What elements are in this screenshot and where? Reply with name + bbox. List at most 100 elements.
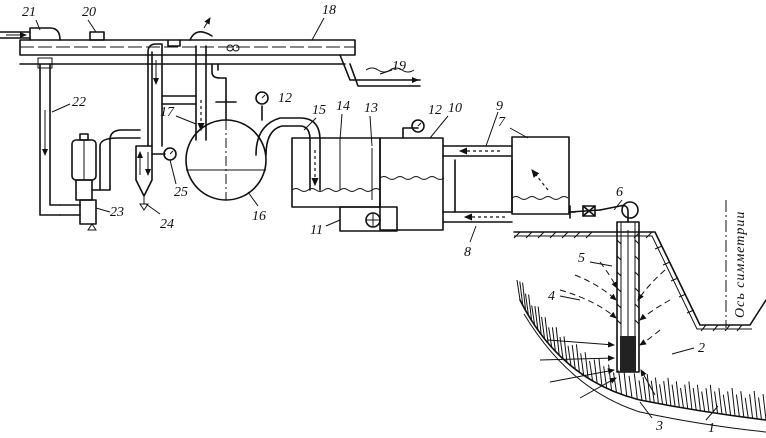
palisade-stake — [688, 381, 693, 410]
label-13: 13 — [364, 101, 378, 116]
label-25: 25 — [174, 185, 188, 200]
palisade-stake — [531, 305, 536, 326]
pipe-22 — [37, 57, 61, 216]
well-casing — [616, 221, 640, 373]
palisade-stake — [544, 317, 549, 344]
valve-icon — [582, 205, 596, 217]
palisade-stake — [709, 384, 714, 413]
palisade-stake — [692, 388, 697, 411]
palisade-stake — [663, 381, 668, 406]
palisade-stake — [749, 394, 754, 419]
pipe-8 — [442, 211, 513, 223]
palisade-stake — [567, 345, 572, 366]
palisade-stake — [628, 375, 633, 398]
gauge-12-left — [255, 91, 269, 121]
tank-10 — [379, 127, 445, 231]
label-5: 5 — [578, 251, 585, 266]
gauge-12-right — [411, 119, 425, 133]
callout-labels: 1 2 3 4 5 6 7 8 9 10 11 12 12 13 14 15 1… — [22, 3, 715, 436]
palisade-stake — [696, 384, 701, 411]
palisade-stake — [680, 387, 684, 409]
palisade-stake — [731, 387, 736, 417]
palisade-stake — [575, 344, 580, 373]
palisade-stake — [642, 377, 647, 402]
palisade-stake — [571, 345, 576, 370]
palisade-stake — [580, 353, 585, 376]
label-17: 17 — [160, 105, 175, 120]
pressure-gauge-icon — [411, 119, 425, 133]
palisade-stake — [714, 391, 719, 414]
palisade-stake — [705, 388, 710, 413]
palisade-stake — [548, 327, 553, 348]
axis-label: Ось симметрии — [733, 211, 748, 318]
palisade-stake — [744, 397, 749, 418]
label-10: 10 — [448, 101, 462, 116]
palisade-stake — [551, 327, 556, 352]
palisade-stake — [675, 381, 680, 408]
palisade-stake — [519, 281, 524, 306]
callout-leaders — [35, 17, 719, 421]
palisade-stake — [618, 370, 623, 395]
palisade-stake — [701, 391, 706, 412]
palisade-stake — [537, 306, 542, 335]
label-23: 23 — [110, 205, 124, 220]
label-9: 9 — [496, 99, 503, 114]
wellpoint-palisade — [516, 279, 766, 433]
vacuum-pump-23 — [59, 129, 141, 231]
pipe-9 — [442, 145, 513, 157]
well-riser-pipe — [569, 201, 639, 223]
palisade-stake — [584, 352, 589, 379]
palisade-stake — [603, 366, 608, 389]
label-7: 7 — [498, 115, 506, 130]
label-16: 16 — [252, 209, 266, 224]
label-11: 11 — [310, 223, 323, 238]
label-24: 24 — [160, 217, 174, 232]
label-8: 8 — [464, 245, 471, 260]
label-4: 4 — [548, 289, 555, 304]
gauge-25 — [151, 147, 177, 161]
palisade-stake — [718, 388, 723, 415]
palisade-stake — [613, 372, 617, 393]
inlet-21 — [0, 27, 61, 41]
palisade-stake — [598, 357, 603, 387]
palisade-stake — [735, 394, 740, 417]
ground-profile — [513, 231, 766, 332]
label-2: 2 — [698, 341, 705, 356]
label-14: 14 — [336, 99, 350, 114]
palisade-stake — [727, 391, 732, 416]
pipe-17 — [189, 17, 213, 141]
palisade-stake — [654, 377, 659, 404]
label-19: 19 — [392, 59, 406, 74]
label-18: 18 — [322, 3, 336, 18]
pressure-gauge-icon — [255, 91, 269, 105]
symmetry-axis: Ось симметрии — [725, 200, 748, 328]
label-22: 22 — [72, 95, 86, 110]
palisade-stake — [722, 394, 727, 415]
palisade-stake — [534, 306, 539, 331]
label-12-right: 12 — [428, 103, 442, 118]
label-21: 21 — [22, 5, 36, 20]
label-12-left: 12 — [278, 91, 292, 106]
label-6: 6 — [616, 185, 623, 200]
label-3: 3 — [655, 419, 663, 434]
palisade-stake — [589, 360, 594, 381]
palisade-stake — [593, 359, 598, 384]
tank-7 — [511, 136, 576, 215]
palisade-stake — [684, 384, 689, 409]
label-1: 1 — [708, 421, 715, 436]
palisade-stake — [528, 294, 533, 321]
tank-11 — [339, 206, 398, 232]
palisade-stake — [563, 336, 568, 363]
palisade-stake — [623, 368, 628, 397]
palisade-stake — [633, 373, 638, 400]
palisade-stake — [671, 384, 676, 407]
palisade-stake — [516, 279, 521, 301]
tank-7-left-wall — [454, 159, 513, 213]
palisade-stake — [522, 282, 527, 311]
palisade-stake — [541, 316, 546, 340]
sphere-16 — [185, 99, 267, 201]
well-filter — [620, 336, 636, 372]
palisade-stake — [758, 397, 762, 420]
palisade-stake — [638, 380, 643, 401]
